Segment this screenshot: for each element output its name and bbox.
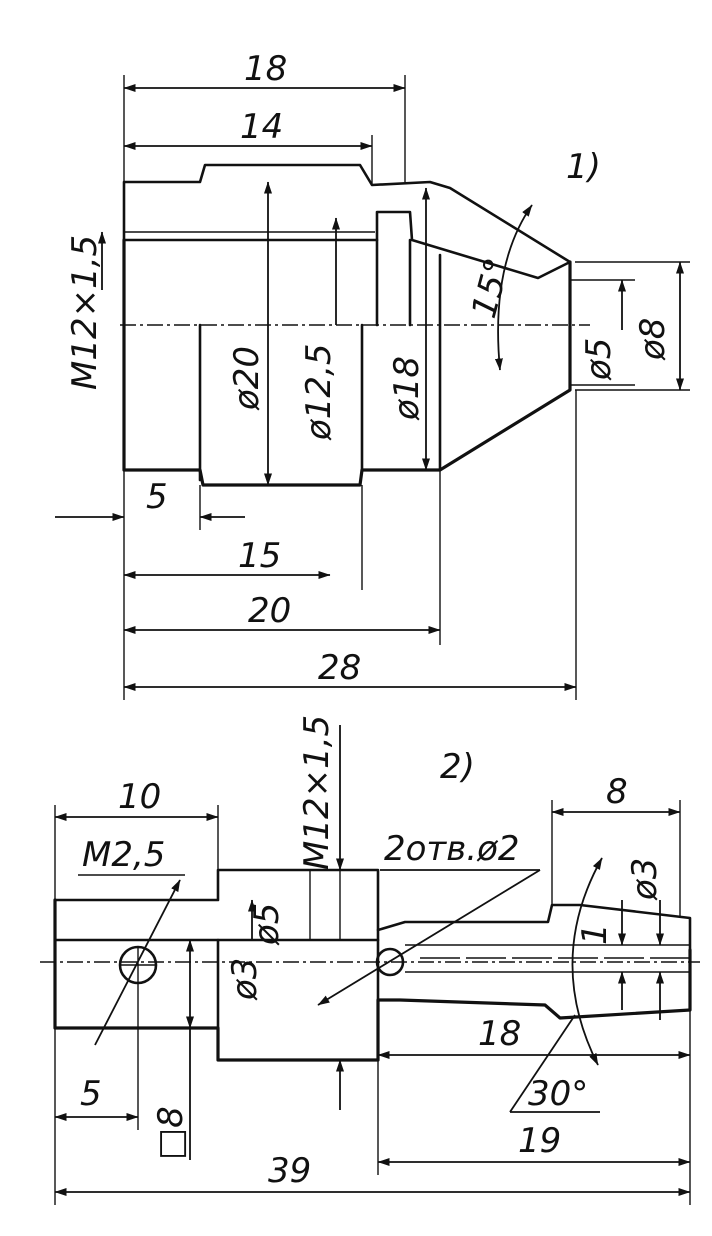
view1-dim-15: 15 — [238, 536, 281, 576]
view2-dim-10: 10 — [118, 777, 161, 817]
view2-nozzle-upper — [376, 903, 692, 952]
view2-dim-5: 5 — [80, 1074, 102, 1114]
view2-hole-2mm — [375, 947, 405, 977]
view1-angle-15: 15° — [464, 254, 518, 323]
view2-dim-18: 18 — [478, 1014, 521, 1054]
view1-dia-18: ø18 — [387, 356, 427, 421]
view2-dim-8: 8 — [606, 772, 628, 812]
view2-dia-3-left: ø3 — [225, 958, 265, 1001]
view1-thread: M12×1,5 — [65, 235, 105, 390]
view2-dim-19: 19 — [518, 1121, 561, 1161]
view1-dim-18: 18 — [244, 49, 287, 89]
view1-dim-20: 20 — [248, 591, 291, 631]
view2-dia-5: ø5 — [247, 903, 287, 946]
view1-dim-28: 28 — [318, 648, 361, 688]
view2-dim-39: 39 — [268, 1151, 311, 1191]
view2-angle-30: 30° — [528, 1074, 588, 1114]
view1-number: 1) — [566, 147, 601, 187]
view-2: 2) 10 M2,5 M12 — [40, 715, 700, 1205]
view2-thread: M12×1,5 — [297, 715, 337, 870]
view1-dia-8: ø8 — [633, 318, 673, 361]
view2-m2-5: M2,5 — [82, 835, 165, 875]
view2-holes-label: 2отв.ø2 — [384, 829, 520, 869]
view1-dia-12-5: ø12,5 — [299, 343, 339, 441]
view1-dia-20: ø20 — [227, 346, 267, 411]
view2-dim-1: 1 — [575, 923, 615, 945]
view2-dia-3-right: ø3 — [625, 858, 665, 901]
view1-dia-5: ø5 — [579, 338, 619, 381]
view1-dim-14: 14 — [240, 107, 283, 147]
view1-body-outline — [122, 238, 572, 487]
view2-square-8: □8 — [151, 1106, 191, 1160]
view1-dim-5: 5 — [146, 477, 168, 517]
view2-number: 2) — [440, 747, 475, 787]
view-1: 1) 18 14 M12×1,5 ø20 ø12,5 ø18 — [55, 49, 690, 700]
view2-hatched-left — [53, 868, 380, 942]
